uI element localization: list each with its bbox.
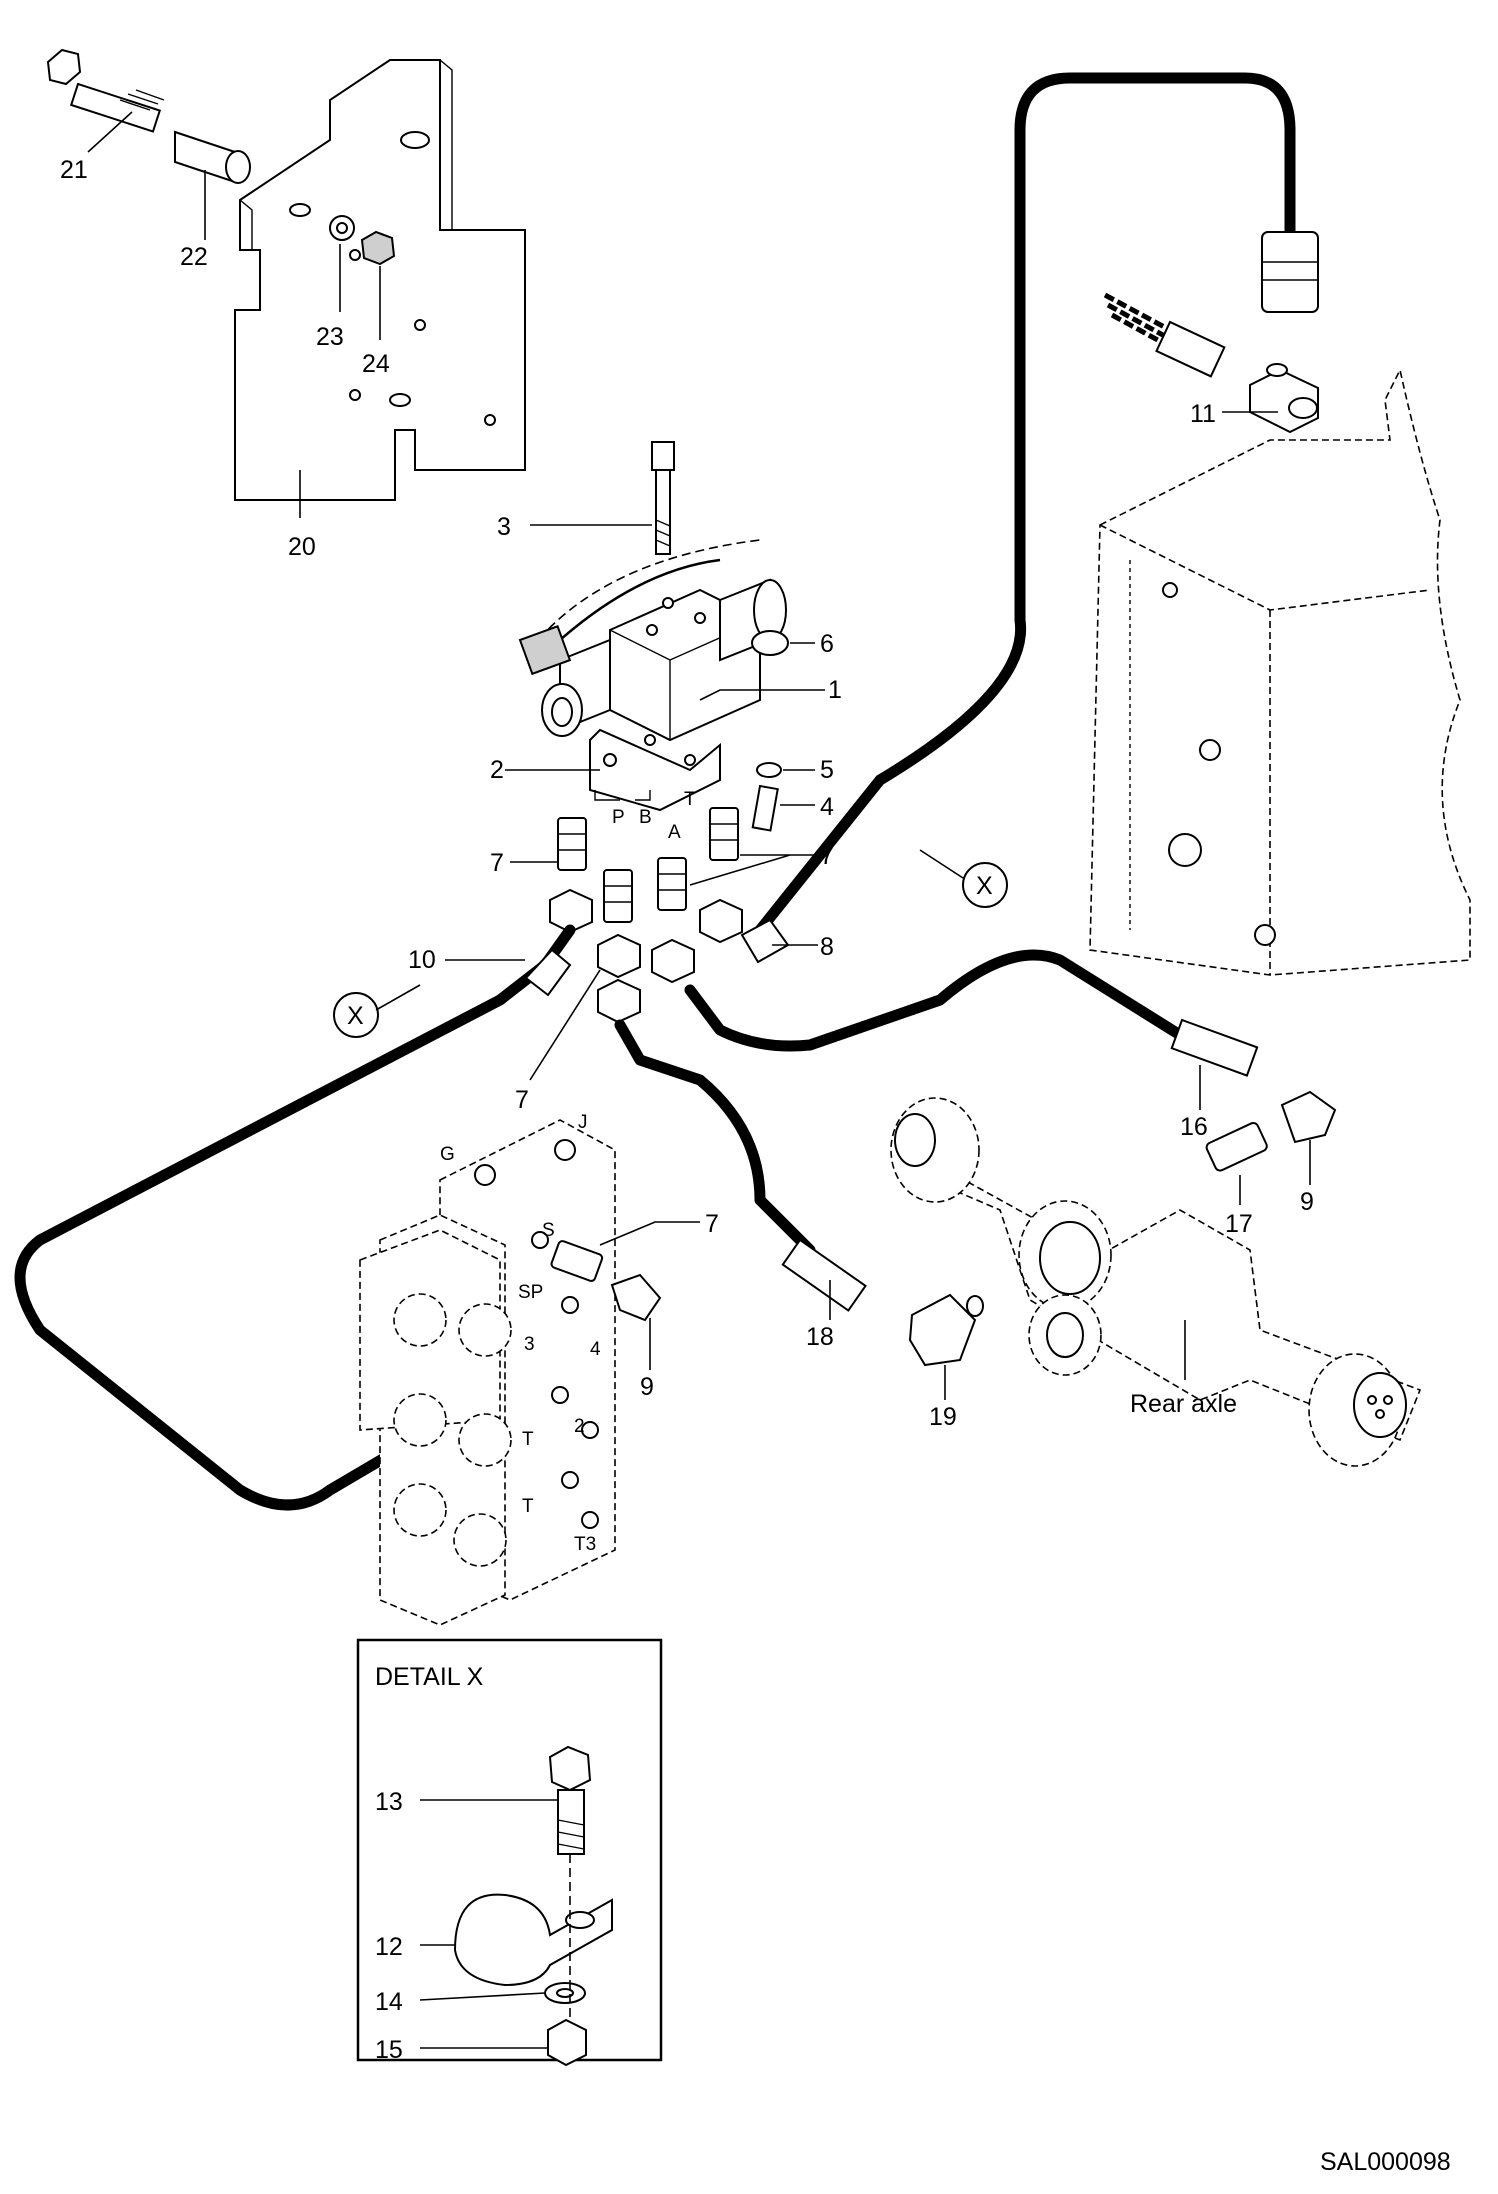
callout-7-d: 7 xyxy=(705,1210,719,1238)
block-port-t1: T xyxy=(522,1429,534,1450)
callout-8: 8 xyxy=(820,933,834,961)
callout-17: 17 xyxy=(1225,1210,1253,1238)
fitting-11 xyxy=(1249,363,1319,434)
washer-5 xyxy=(756,762,782,778)
detail-marker-x-right-label: X xyxy=(976,872,993,900)
hose-nut-center xyxy=(597,933,641,979)
nut-6 xyxy=(751,630,789,656)
hose-16 xyxy=(684,949,1186,1052)
hose-end-18 xyxy=(781,1238,867,1312)
bolt-13 xyxy=(548,1745,592,1855)
block-port-s: S xyxy=(542,1220,555,1241)
callout-13: 13 xyxy=(375,1788,403,1816)
callout-23: 23 xyxy=(316,323,344,351)
drawing-code: SAL000098 xyxy=(1320,2148,1451,2176)
hose-end-10 xyxy=(524,948,572,997)
callout-20: 20 xyxy=(288,533,316,561)
callout-5: 5 xyxy=(820,756,834,784)
block-port-j: J xyxy=(578,1112,588,1133)
hose-x-left xyxy=(14,924,576,1511)
elbow-19 xyxy=(908,1293,984,1367)
adapter-17 xyxy=(1205,1121,1268,1172)
fitting-7-right xyxy=(709,807,739,861)
dashed-pipe xyxy=(1103,292,1226,378)
callout-10: 10 xyxy=(408,946,436,974)
spacer-22 xyxy=(174,130,251,184)
subplate-2 xyxy=(589,728,721,812)
hose-nut-18 xyxy=(597,978,641,1024)
block-port-2: 2 xyxy=(574,1416,585,1437)
callout-3: 3 xyxy=(497,513,511,541)
detail-marker-x-left-label: X xyxy=(347,1002,364,1030)
detail-marker-x-left xyxy=(333,992,379,1038)
callout-2: 2 xyxy=(490,756,504,784)
callout-18: 18 xyxy=(806,1323,834,1351)
hose-nut-a xyxy=(651,938,695,984)
cap-screw-3 xyxy=(651,441,675,555)
callout-19: 19 xyxy=(929,1403,957,1431)
control-block xyxy=(359,1119,616,1626)
washer-23 xyxy=(329,215,355,241)
hose-end-8 xyxy=(740,918,790,964)
callout-9-a: 9 xyxy=(640,1373,654,1401)
detail-x-title: DETAIL X xyxy=(375,1663,484,1691)
wire-harness-a xyxy=(529,539,761,651)
valve-port-a: A xyxy=(668,822,681,843)
detail-marker-x-right xyxy=(962,862,1008,908)
callout-4: 4 xyxy=(820,793,834,821)
callout-24: 24 xyxy=(362,350,390,378)
block-port-t3: T3 xyxy=(574,1534,596,1555)
rear-axle-label: Rear axle xyxy=(1130,1390,1237,1418)
detail-x-panel xyxy=(356,1638,663,2062)
solenoid-valve-1 xyxy=(541,578,787,742)
elbow-9-block xyxy=(610,1273,662,1322)
callout-7-a: 7 xyxy=(490,849,504,877)
screw-4 xyxy=(751,784,779,832)
clamp-12 xyxy=(453,1893,613,1987)
fitting-7-block xyxy=(550,1240,604,1282)
hose-x-right xyxy=(754,72,1296,936)
callout-22: 22 xyxy=(180,243,208,271)
valve-port-b: B xyxy=(639,807,652,828)
nut-24 xyxy=(360,230,396,266)
block-port-t2: T xyxy=(522,1496,534,1517)
block-port-3: 3 xyxy=(524,1334,535,1355)
block-port-sp: SP xyxy=(518,1282,543,1303)
callout-11: 11 xyxy=(1190,400,1216,428)
bolt-21 xyxy=(46,48,165,133)
elbow-9-axle xyxy=(1280,1090,1337,1144)
hose-end-16 xyxy=(1170,1018,1259,1077)
fitting-7-a xyxy=(657,857,687,911)
callout-15: 15 xyxy=(375,2036,403,2064)
tank-frame xyxy=(1089,367,1471,976)
connector-plug xyxy=(518,625,572,676)
valve-port-t: T xyxy=(684,789,696,810)
callout-9-b: 9 xyxy=(1300,1188,1314,1216)
nut-15 xyxy=(547,2018,587,2067)
block-port-g: G xyxy=(440,1144,455,1165)
callout-1: 1 xyxy=(828,676,842,704)
hose-nut-8 xyxy=(699,898,743,944)
block-port-4: 4 xyxy=(590,1339,601,1360)
callout-7-c: 7 xyxy=(515,1086,529,1114)
callout-21: 21 xyxy=(60,156,88,184)
washer-14 xyxy=(544,1982,586,2004)
fitting-7-left xyxy=(557,817,587,871)
fitting-7-centre xyxy=(603,869,633,923)
rear-axle xyxy=(890,1097,1422,1467)
callout-6: 6 xyxy=(820,630,834,658)
callout-16: 16 xyxy=(1180,1113,1208,1141)
valve-port-p: P xyxy=(612,807,625,828)
callout-12: 12 xyxy=(375,1933,403,1961)
wire-harness-b xyxy=(559,558,721,641)
hose-end-top xyxy=(1261,231,1319,313)
hose-nut-10 xyxy=(549,888,593,934)
callout-14: 14 xyxy=(375,1988,403,2016)
hose-18 xyxy=(614,1019,816,1256)
